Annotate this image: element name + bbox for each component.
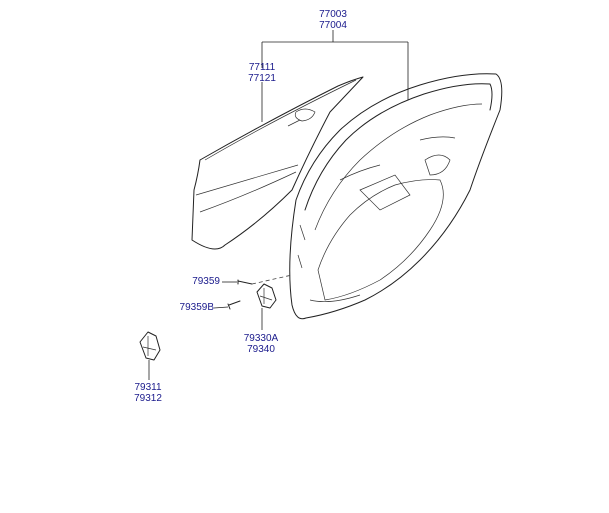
lower-hinge	[139, 331, 161, 380]
part-number: 77121	[248, 73, 276, 84]
part-number: 79359	[192, 276, 220, 287]
label-lower-hinge: 79311 79312	[128, 382, 168, 404]
inner-door-frame	[289, 73, 503, 320]
part-number: 77003	[319, 9, 347, 20]
part-number: 79359B	[179, 302, 214, 313]
leader-door-assembly	[261, 30, 409, 100]
label-outer-panel: 77111 77121	[242, 62, 282, 84]
part-number: 77004	[319, 20, 347, 31]
dash-bolt-to-frame	[251, 274, 293, 285]
part-number: 79312	[134, 393, 162, 404]
label-upper-hinge: 79330A 79340	[236, 333, 286, 355]
bolt-79359	[222, 279, 253, 285]
part-number: 77111	[248, 62, 276, 73]
label-bolt: 79359	[176, 276, 220, 287]
part-number: 79311	[134, 382, 162, 393]
bolt-79359b	[213, 300, 241, 310]
part-number: 79330A	[243, 333, 279, 344]
label-door-assembly: 77003 77004	[313, 9, 353, 31]
upper-hinge	[256, 283, 277, 330]
label-bolt-b: 79359B	[170, 302, 214, 313]
outer-door-panel	[191, 76, 364, 250]
part-number: 79340	[247, 344, 275, 355]
